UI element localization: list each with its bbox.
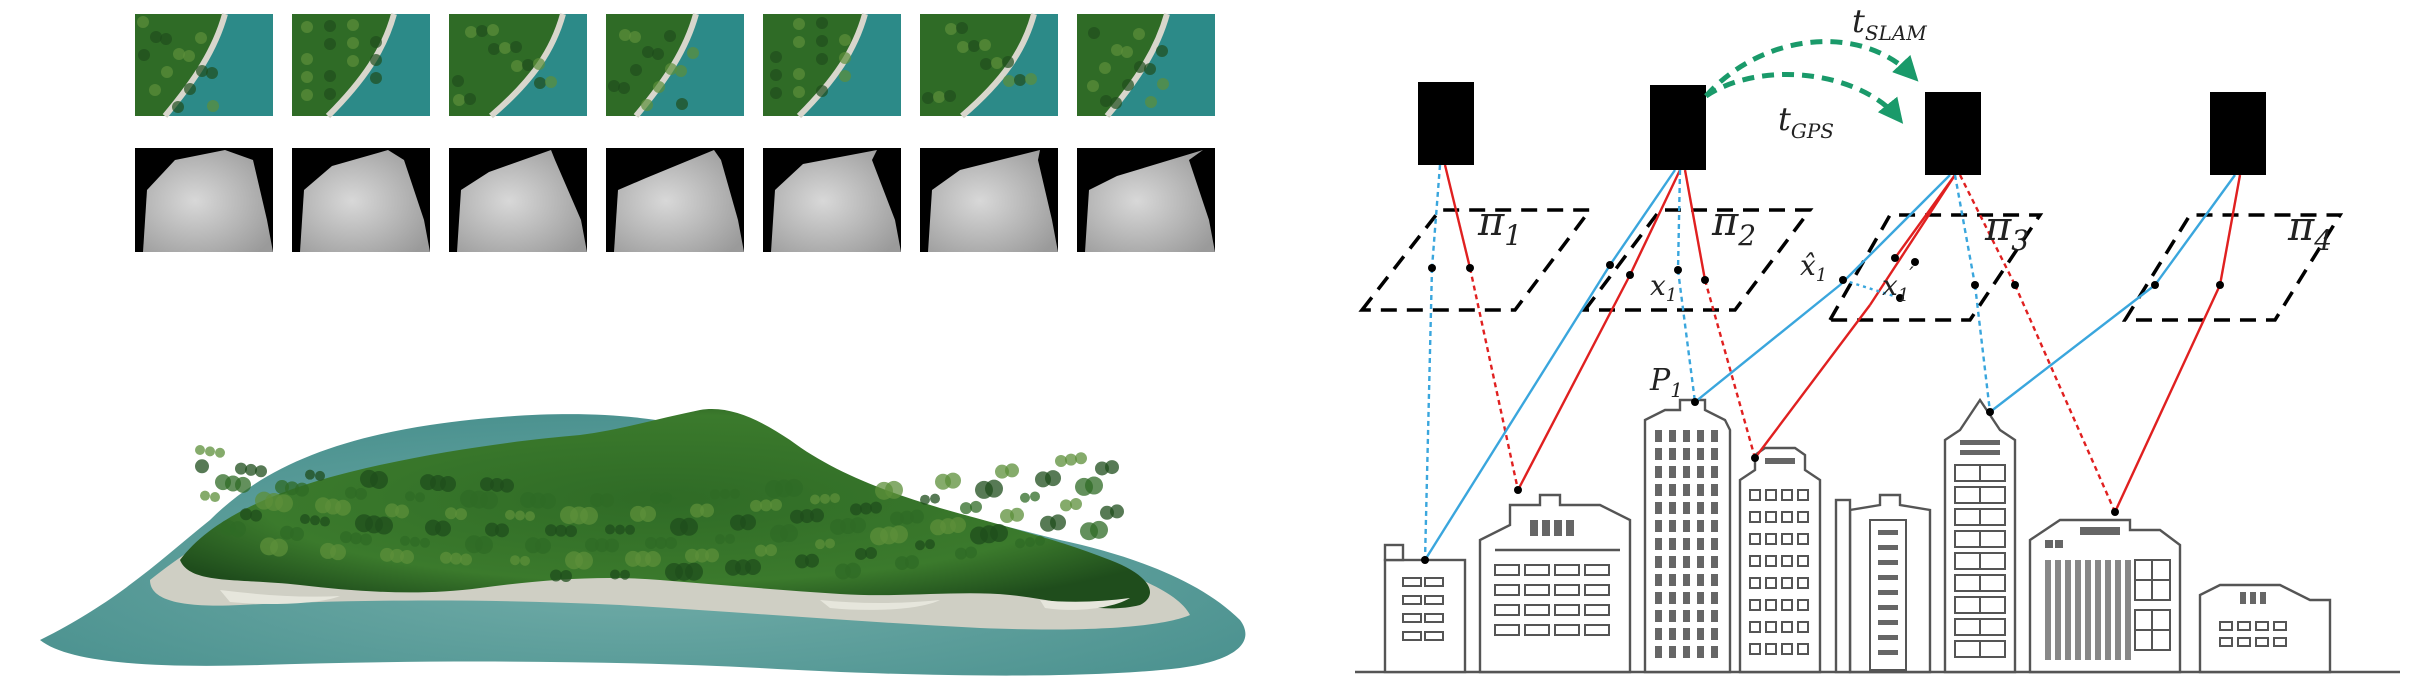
building [1643,398,1732,674]
depth-map-2 [292,148,430,252]
depth-map-1 [135,148,273,252]
sand-patch [220,590,340,604]
pose-arrows [1704,39,1919,124]
aerial-image-6 [920,13,1058,119]
city-skyline [1355,397,2400,674]
labels: tSLAM tGPS π1 π2 π3 π4 x1 x̂1 x1′ P1 [1477,2,2332,402]
pi3-label: π3 [1984,204,2029,257]
pi2-label: π2 [1711,199,1756,252]
island-3d-reconstruction [40,409,1246,676]
aerial-image-4 [606,13,744,118]
reconstruction-panel [40,13,1246,676]
x1-label: x1 [1650,269,1677,306]
building [1738,446,1822,674]
projection-rays [1423,164,2242,561]
cameras [1418,82,2266,175]
aerial-image-5 [763,13,901,119]
image-planes [1358,208,2344,322]
canopy-texture [195,445,1124,582]
gps-arrow [1704,72,1904,124]
depth-map-7 [1077,148,1215,252]
camera-2 [1650,85,1706,170]
x1-prime-label: x1′ [1882,262,1914,306]
aerial-image-sequence [135,13,1215,119]
image-plane-1 [1358,208,1594,312]
building [2198,583,2332,674]
image-plane-3 [1826,213,2044,322]
x1-hat-label: x̂1 [1800,249,1827,286]
t-gps-label: tGPS [1778,100,1834,143]
geometry-panel: tSLAM tGPS π1 π2 π3 π4 x1 x̂1 x1′ P1 [1300,0,2428,696]
aerial-image-7 [1077,13,1215,118]
building [1943,397,2017,674]
camera-4 [2210,92,2266,175]
depth-map-4 [606,148,744,252]
t-slam-label: tSLAM [1852,2,1927,45]
feature-points [1421,254,2224,564]
building [1834,493,1932,674]
pi4-label: π4 [2287,204,2332,257]
depth-map-6 [920,148,1058,252]
camera-3 [1925,92,1981,175]
sand-patch [1040,598,1130,610]
camera-geometry-diagram: tSLAM tGPS π1 π2 π3 π4 x1 x̂1 x1′ P1 [1355,2,2400,674]
depth-map-3 [449,148,587,252]
p1-label: P1 [1649,363,1683,402]
slam-arrow [1704,39,1919,98]
building [1383,543,1467,674]
image-plane-4 [2121,213,2344,322]
depth-map-sequence [135,148,1215,252]
building [1478,493,1632,674]
reconstruction-illustration [40,13,1246,676]
pi1-label: π1 [1477,199,1522,252]
aerial-image-2 [292,13,430,119]
sand-patch [820,600,940,610]
aerial-image-1 [135,13,273,118]
aerial-image-3 [449,13,587,119]
image-plane-2 [1581,208,1814,312]
depth-map-5 [763,148,901,252]
camera-1 [1418,82,1474,165]
building [2028,518,2182,674]
